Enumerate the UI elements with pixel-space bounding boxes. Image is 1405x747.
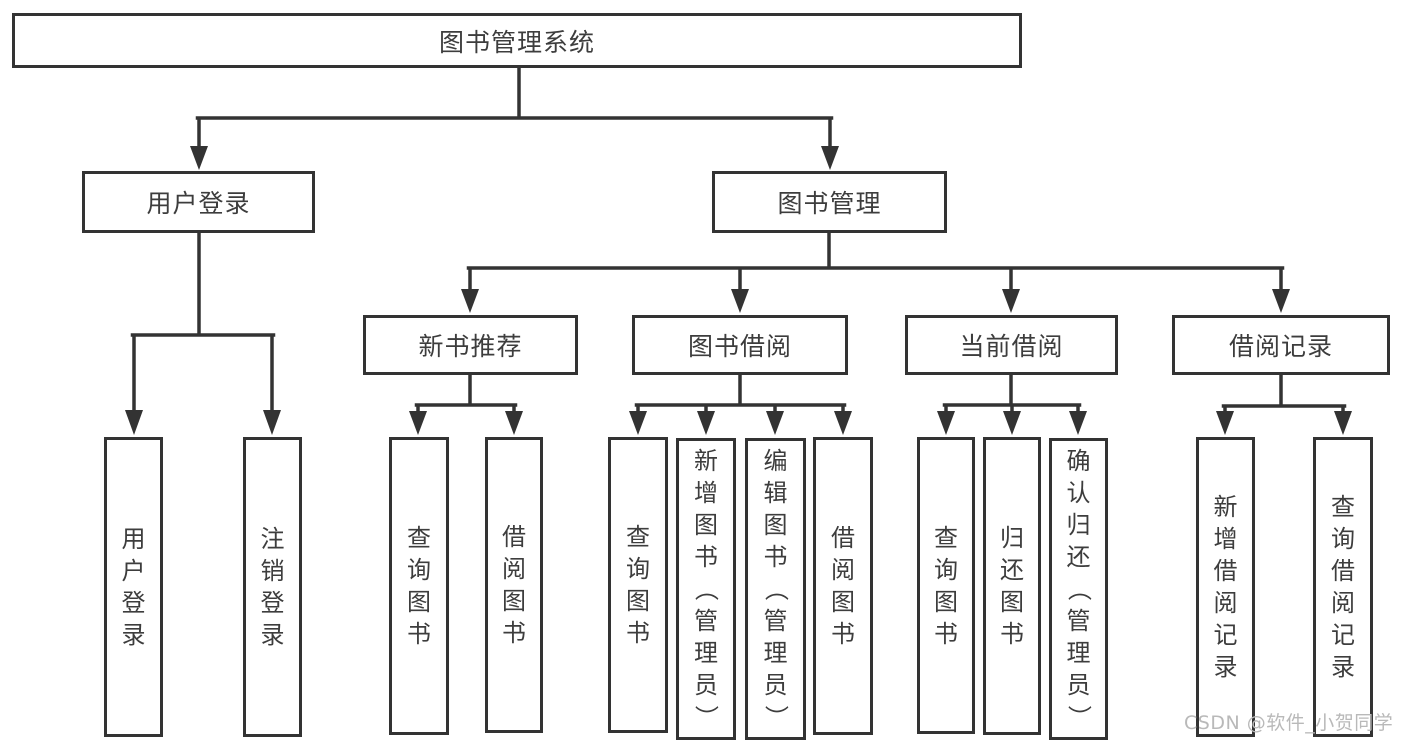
node-user-login-label: 用户登录 [146, 189, 251, 218]
connector-userlogin-to-leaves [130, 231, 276, 414]
leaf-borrow-books-2: 借阅图书 [813, 437, 873, 735]
leaf-add-books-admin: 新增图书（管理员） [676, 438, 736, 740]
leaf-user-login-label: 用户登录 [121, 525, 146, 649]
leaf-query-books-2: 查询图书 [608, 437, 668, 733]
leaf-return-books: 归还图书 [983, 437, 1041, 735]
leaf-add-books-admin-label: 新增图书（管理员） [692, 447, 720, 729]
node-book-borrow-label: 图书借阅 [687, 332, 792, 361]
leaf-borrow-books-1: 借阅图书 [485, 437, 543, 733]
connector-root-to-level2 [195, 66, 834, 152]
leaf-edit-books-admin: 编辑图书（管理员） [745, 438, 806, 740]
leaf-logout: 注销登录 [243, 437, 302, 737]
node-book-mgmt: 图书管理 [712, 171, 947, 233]
arrowhead-icon [461, 289, 479, 313]
arrowhead-icon [1334, 411, 1352, 435]
leaf-add-borrow-record-label: 新增借阅记录 [1213, 493, 1238, 681]
node-borrow-record-label: 借阅记录 [1228, 332, 1333, 361]
arrowhead-icon [731, 289, 749, 313]
arrowhead-icon [505, 411, 523, 435]
arrowhead-icon [766, 411, 784, 435]
arrowheads [125, 146, 1352, 435]
connector-currentborrow-to-leaves [942, 373, 1082, 416]
leaf-query-books-1-label: 查询图书 [407, 524, 431, 648]
arrowhead-icon [190, 146, 208, 170]
node-user-login: 用户登录 [82, 171, 315, 233]
connector-shafts [130, 66, 1347, 416]
arrowhead-icon [125, 410, 143, 435]
leaf-borrow-books-1-label: 借阅图书 [502, 523, 526, 647]
node-root: 图书管理系统 [12, 13, 1022, 68]
node-root-label: 图书管理系统 [438, 27, 595, 57]
node-new-book: 新书推荐 [363, 315, 578, 375]
arrowhead-icon [1003, 411, 1021, 435]
connector-bookmgmt-to-level3 [466, 231, 1285, 294]
leaf-add-borrow-record: 新增借阅记录 [1196, 437, 1255, 737]
arrowhead-icon [263, 410, 281, 435]
node-new-book-label: 新书推荐 [418, 332, 523, 361]
leaf-borrow-books-2-label: 借阅图书 [831, 524, 855, 648]
leaf-query-books-2-label: 查询图书 [626, 523, 650, 647]
arrowhead-icon [697, 411, 715, 435]
leaf-logout-label: 注销登录 [260, 525, 285, 649]
node-current-borrow: 当前借阅 [905, 315, 1118, 375]
leaf-user-login: 用户登录 [104, 437, 163, 737]
arrowhead-icon [1272, 289, 1290, 313]
leaf-confirm-return-admin: 确认归还（管理员） [1049, 438, 1108, 740]
connector-bookborrow-to-leaves [634, 373, 847, 416]
arrowhead-icon [1216, 411, 1234, 435]
connector-newbook-to-leaves [414, 373, 518, 416]
leaf-query-borrow-record-label: 查询借阅记录 [1331, 493, 1355, 681]
leaf-edit-books-admin-label: 编辑图书（管理员） [761, 447, 790, 729]
csdn-watermark: CSDN @软件_小贺同学 [1184, 712, 1394, 734]
arrowhead-icon [629, 411, 647, 435]
leaf-return-books-label: 归还图书 [1000, 524, 1024, 648]
node-book-borrow: 图书借阅 [632, 315, 848, 375]
leaf-query-books-3-label: 查询图书 [934, 523, 958, 648]
leaf-confirm-return-admin-label: 确认归还（管理员） [1064, 447, 1093, 729]
leaf-query-books-1: 查询图书 [389, 437, 449, 735]
arrowhead-icon [1002, 289, 1020, 313]
leaf-query-books-3: 查询图书 [917, 437, 975, 734]
arrowhead-icon [821, 146, 839, 170]
node-book-mgmt-label: 图书管理 [777, 189, 882, 218]
arrowhead-icon [1069, 411, 1087, 435]
arrowhead-icon [834, 411, 852, 435]
node-current-borrow-label: 当前借阅 [959, 332, 1064, 361]
connector-borrowrecord-to-leaves [1221, 373, 1347, 416]
node-borrow-record: 借阅记录 [1172, 315, 1390, 375]
leaf-query-borrow-record: 查询借阅记录 [1313, 437, 1373, 737]
arrowhead-icon [409, 411, 427, 435]
arrowhead-icon [937, 411, 955, 435]
